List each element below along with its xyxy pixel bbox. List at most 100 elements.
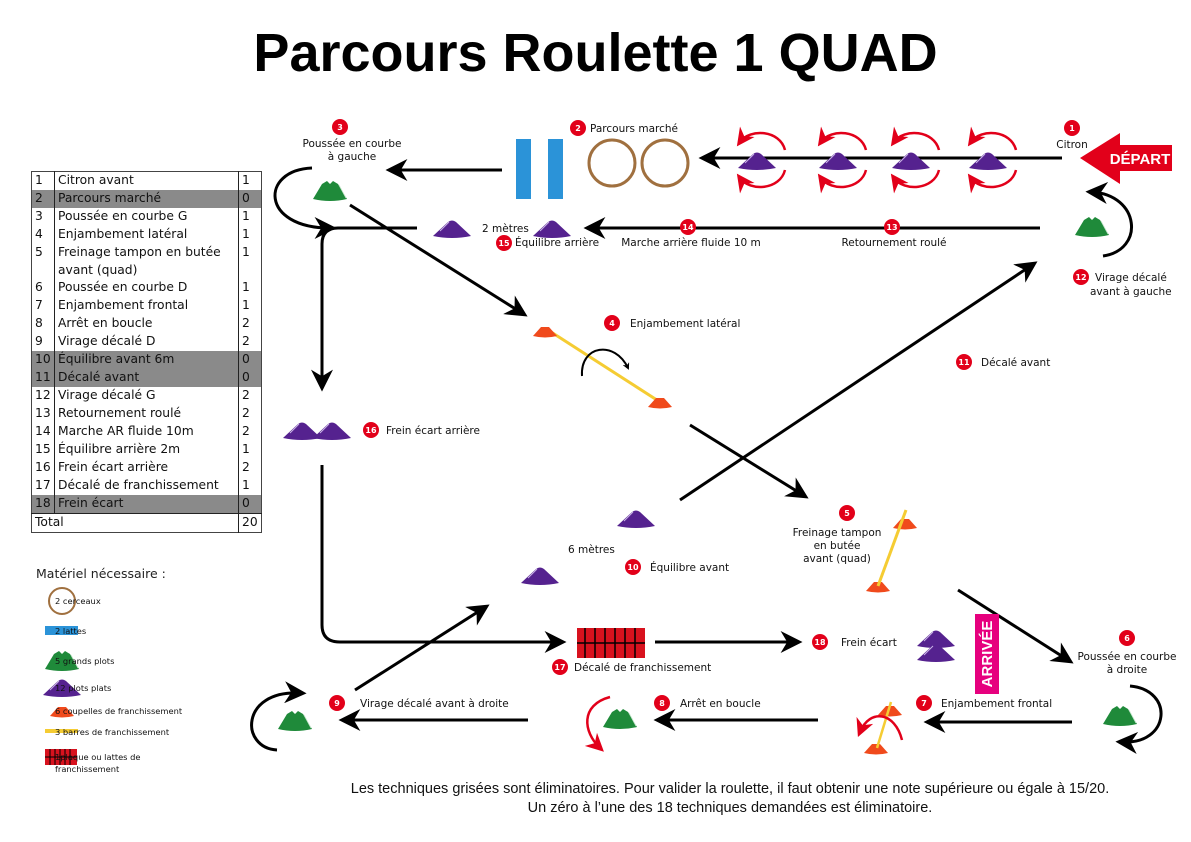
score-pts: 1: [242, 478, 250, 492]
score-name: Enjambement frontal: [54, 297, 239, 315]
score-num: 18: [31, 495, 55, 514]
purple-cone-15b: [532, 220, 572, 239]
distance-6m: 6 mètres: [568, 544, 615, 556]
total-value: 20: [238, 513, 262, 533]
arrow-9-to-10: [354, 604, 490, 692]
svg-text:14: 14: [682, 223, 694, 232]
score-num: 2: [31, 190, 55, 208]
svg-text:9: 9: [334, 699, 340, 708]
score-name: Décalé de franchissement: [54, 477, 239, 495]
score-pts: 2: [242, 334, 250, 348]
score-num: 12: [31, 387, 55, 405]
citron-cones: [737, 152, 1008, 171]
purple-cones-18: [916, 630, 956, 663]
score-num: 11: [31, 369, 55, 387]
green-plot-12: [1074, 216, 1110, 238]
latte-1: [516, 139, 531, 199]
score-num: 8: [31, 315, 55, 333]
score-pts: 2: [242, 388, 250, 402]
hoop-icon: [48, 587, 76, 615]
depart-arrow: DÉPART: [1080, 133, 1172, 184]
material-bars: 3 barres de franchissement: [55, 727, 170, 737]
material-lattes: 2 lattes: [55, 626, 87, 636]
svg-text:Virage décalé avant à droite: Virage décalé avant à droite: [360, 698, 509, 710]
green-plot-9: [277, 710, 313, 732]
station-12: 12 Virage décalé avant à gauche: [1073, 269, 1172, 298]
arrow-15-to-16: [311, 226, 417, 392]
score-name: Poussée en courbe G: [54, 208, 239, 226]
score-pts: 0: [238, 351, 262, 369]
score-num: 4: [31, 226, 55, 244]
svg-text:Poussée en courbe: Poussée en courbe: [1078, 651, 1177, 663]
station-1: 1 Citron: [1056, 120, 1088, 151]
score-pts: 1: [242, 245, 250, 259]
station-6: 6 Poussée en courbe à droite: [1078, 630, 1177, 676]
score-pts: 1: [242, 442, 250, 456]
svg-text:Retournement roulé: Retournement roulé: [841, 237, 946, 249]
score-name: Retournement roulé: [54, 405, 239, 423]
hoop-2: [640, 138, 690, 188]
station-18: 18 Frein écart: [812, 634, 897, 650]
score-num: 10: [31, 351, 55, 369]
score-pts: 0: [238, 190, 262, 208]
footer-note: Les techniques grisées sont éliminatoire…: [290, 780, 1170, 818]
arrivee-label: ARRIVÉE: [979, 621, 996, 688]
stop-bar-5: [866, 509, 917, 593]
frontal-bar-7: [856, 701, 904, 755]
green-plot-8: [602, 708, 638, 730]
station-8: 8 Arrêt en boucle: [654, 695, 761, 711]
svg-text:12: 12: [1075, 273, 1086, 282]
station-9: 9 Virage décalé avant à droite: [329, 695, 509, 711]
score-num: 15: [31, 441, 55, 459]
svg-text:Freinage tampon: Freinage tampon: [793, 527, 882, 539]
score-name: Arrêt en boucle: [54, 315, 239, 333]
materials-icons: [42, 587, 82, 765]
svg-text:13: 13: [886, 223, 897, 232]
depart-label: DÉPART: [1110, 151, 1171, 168]
svg-text:17: 17: [554, 663, 565, 672]
score-num: 3: [31, 208, 55, 226]
svg-text:avant à gauche: avant à gauche: [1090, 286, 1172, 298]
arrivee-banner: ARRIVÉE: [975, 614, 999, 694]
station-14: 14 Marche arrière fluide 10 m: [621, 219, 761, 249]
latte-2: [548, 139, 563, 199]
svg-text:2: 2: [575, 124, 581, 133]
score-pts: 1: [242, 209, 250, 223]
material-hoops: 2 cerceaux: [55, 596, 101, 606]
score-name: Équilibre avant 6m: [54, 351, 239, 369]
svg-text:1: 1: [1069, 124, 1075, 133]
material-flat-cones: 12 plots plats: [55, 683, 112, 693]
svg-text:10: 10: [627, 563, 639, 572]
score-pts: 1: [242, 280, 250, 294]
svg-text:à droite: à droite: [1107, 664, 1147, 676]
svg-text:en butée: en butée: [814, 540, 861, 552]
score-num: 5: [31, 244, 55, 279]
citron-red-loops: [736, 126, 1018, 194]
station-2: 2 Parcours marché: [570, 120, 678, 136]
material-big-cones: 5 grands plots: [55, 656, 115, 666]
distance-2m: 2 mètres: [482, 223, 529, 235]
hoop-1: [587, 138, 637, 188]
station-10: 10 Équilibre avant 6 mètres: [568, 544, 729, 575]
svg-text:Citron: Citron: [1056, 139, 1088, 151]
svg-text:Poussée en courbe: Poussée en courbe: [303, 138, 402, 150]
score-pts: 2: [242, 406, 250, 420]
score-pts: 0: [238, 369, 262, 387]
score-name: Enjambement latéral: [54, 226, 239, 244]
score-name: Virage décalé D: [54, 333, 239, 351]
svg-text:15: 15: [498, 239, 510, 248]
purple-cone-10b: [520, 567, 560, 586]
plate-icon: [45, 749, 77, 765]
arrow-11-to-12: [679, 261, 1038, 502]
svg-text:Parcours marché: Parcours marché: [590, 123, 678, 135]
